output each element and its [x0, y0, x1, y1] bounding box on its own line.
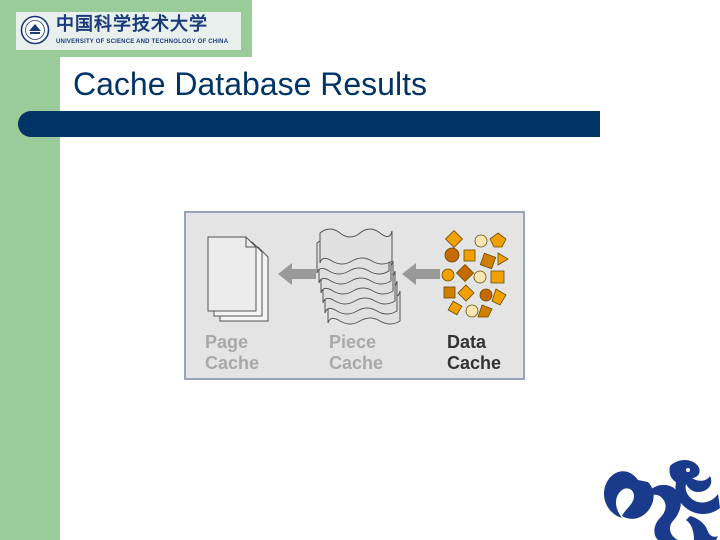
piece-stack-icon	[316, 228, 401, 325]
page-cache-label-line1: Page	[205, 332, 249, 352]
cache-diagram: Page Cache Piece Cache Data Cache	[184, 211, 525, 380]
dragon-logo-icon	[603, 460, 720, 540]
piece-cache-label: Piece Cache	[329, 332, 383, 374]
data-cache-label-line2: Cache	[447, 353, 502, 373]
slide-title: Cache Database Results	[73, 66, 427, 102]
university-logo-banner: 中国科学技术大学 UNIVERSITY OF SCIENCE AND TECHN…	[0, 0, 252, 57]
data-shapes-icon	[441, 229, 509, 318]
page-cache-label: Page Cache	[205, 332, 259, 374]
university-chinese-name: 中国科学技术大学	[56, 14, 208, 35]
piece-cache-label-line2: Cache	[329, 353, 384, 373]
data-cache-label-line1: Data	[447, 332, 487, 352]
left-sidebar-strip	[0, 0, 60, 540]
cache-diagram-graphic	[207, 228, 509, 325]
logo-panel: 中国科学技术大学 UNIVERSITY OF SCIENCE AND TECHN…	[16, 12, 241, 50]
left-arrow-icon	[278, 263, 316, 285]
data-cache-label: Data Cache	[447, 332, 501, 374]
university-seal-icon	[20, 15, 50, 45]
piece-cache-label-line1: Piece	[329, 332, 377, 352]
title-underline-bar	[18, 111, 600, 137]
page-stack-icon	[207, 236, 269, 322]
left-arrow-icon	[402, 263, 440, 285]
page-cache-label-line2: Cache	[205, 353, 260, 373]
university-english-name: UNIVERSITY OF SCIENCE AND TECHNOLOGY OF …	[56, 39, 229, 45]
